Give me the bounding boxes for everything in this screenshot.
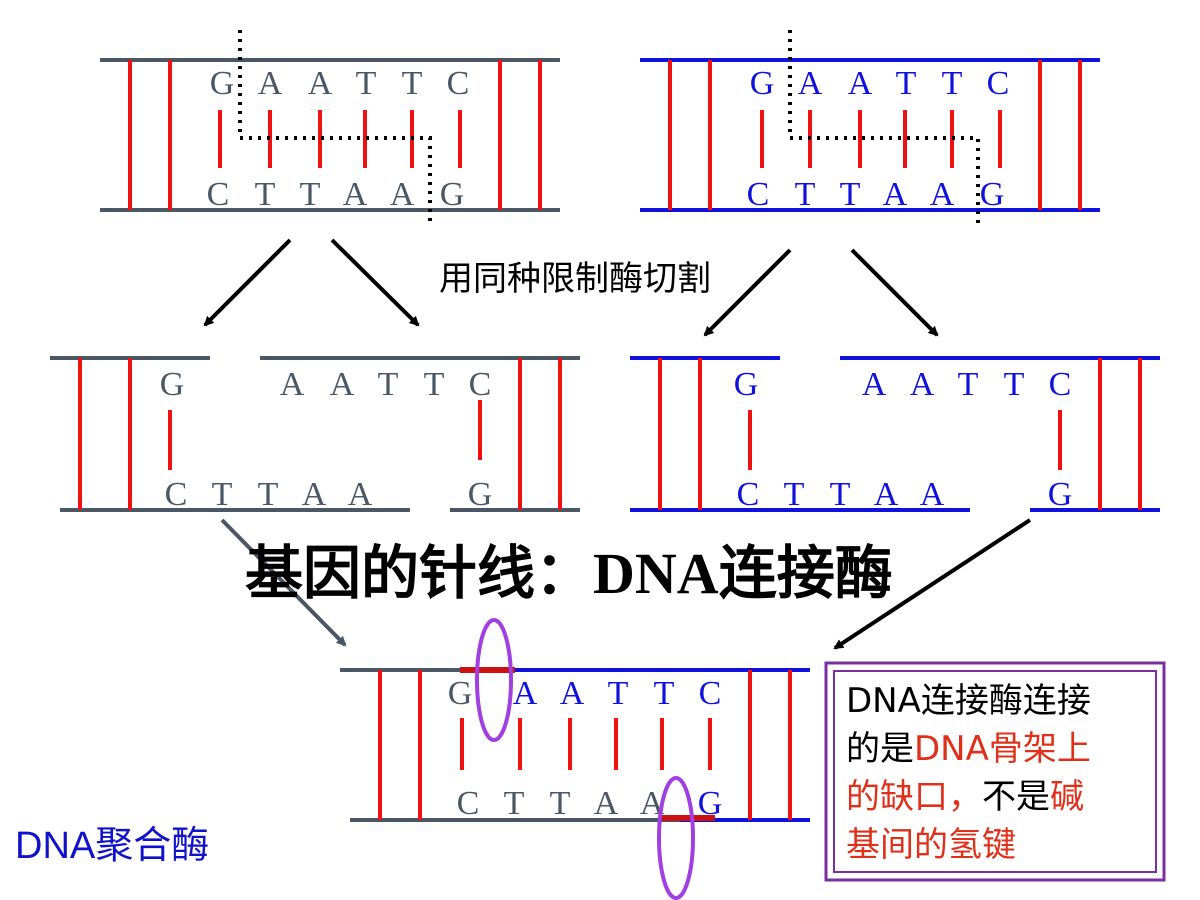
base-label: T (896, 65, 917, 102)
base-label: A (280, 366, 305, 403)
polymerase-latin: DNA (15, 825, 96, 867)
base-label: T (212, 476, 233, 513)
note-line-1: DNA连接酶连接 (846, 681, 1091, 721)
base-label: T (942, 65, 963, 102)
base-label: A (343, 176, 368, 213)
base-label: A (258, 65, 283, 102)
cut-line (238, 30, 432, 225)
base-label: T (504, 785, 525, 822)
base-label: C (469, 366, 492, 403)
base-label: A (910, 366, 935, 403)
note-text: 不是 (982, 777, 1050, 817)
base-label: A (874, 476, 899, 513)
base-label: A (348, 476, 373, 513)
dna-top-left: G A A T T C C T T A A G (100, 30, 560, 225)
cut-line (788, 30, 980, 225)
base-label: T (378, 366, 399, 403)
note-text-highlight: DNA骨架上 (914, 729, 1091, 769)
note-line-4: 基间的氢键 (846, 825, 1016, 865)
base-label: T (258, 476, 279, 513)
base-label: A (302, 476, 327, 513)
polymerase-cjk: 聚合酶 (95, 823, 209, 867)
base-label: A (920, 476, 945, 513)
title-prefix: 基因的针线： (245, 539, 593, 607)
base-label: T (1004, 366, 1025, 403)
base-label: C (747, 176, 770, 213)
arrow (850, 248, 939, 337)
base-label: A (390, 176, 415, 213)
base-label: A (883, 176, 908, 213)
base-label: G (448, 675, 473, 712)
main-title: 基因的针线：DNA连接酶 (245, 539, 893, 607)
base-label: G (734, 366, 759, 403)
title-suffix: 连接酶 (719, 539, 893, 607)
base-label: C (699, 675, 722, 712)
base-label: A (560, 675, 585, 712)
base-label: A (594, 785, 619, 822)
base-label: T (255, 176, 276, 213)
arrow (703, 248, 792, 337)
base-label: T (608, 675, 629, 712)
dna-mid-right: G A A T T C C T T A A G (630, 356, 1160, 513)
note-text-highlight: 的缺口， (846, 777, 982, 817)
note-border-inner (833, 670, 1157, 873)
base-label: T (958, 366, 979, 403)
base-label: C (987, 65, 1010, 102)
base-label: C (207, 176, 230, 213)
base-label: C (1049, 366, 1072, 403)
base-label: T (300, 176, 321, 213)
base-label: C (447, 65, 470, 102)
dna-top-right: G A A T T C C T T A A G (640, 30, 1100, 225)
ligation-circle-top (475, 618, 513, 742)
base-label: A (848, 65, 873, 102)
base-label: G (210, 65, 235, 102)
note-line-2: 的是DNA骨架上 (846, 729, 1091, 769)
base-label: G (1048, 476, 1073, 513)
base-label: T (784, 476, 805, 513)
join-arrow-right (833, 518, 1032, 650)
base-label: G (160, 366, 185, 403)
base-label: G (468, 476, 493, 513)
note-border-outer (824, 661, 1166, 882)
base-label: C (457, 785, 480, 822)
dna-mid-left: G A A T T C C T T A A G (50, 356, 580, 513)
cut-label: 用同种限制酶切割 (439, 259, 711, 299)
base-label: G (750, 65, 775, 102)
base-label: A (513, 675, 538, 712)
base-label: A (798, 65, 823, 102)
note-line-3: 的缺口，不是碱 (846, 777, 1084, 817)
base-label: A (930, 176, 955, 213)
base-label: A (862, 366, 887, 403)
base-label: C (165, 476, 188, 513)
hydrogen-bonds (128, 60, 542, 210)
title-latin: DNA (593, 541, 719, 606)
polymerase-label: DNA聚合酶 (15, 823, 209, 867)
base-label: G (440, 176, 465, 213)
base-label: T (550, 785, 571, 822)
base-label: A (330, 366, 355, 403)
base-label: T (795, 176, 816, 213)
base-label: T (356, 65, 377, 102)
base-label: T (424, 366, 445, 403)
base-label: T (402, 65, 423, 102)
join-arrow-left (220, 518, 347, 647)
note-box: DNA连接酶连接 的是DNA骨架上 的缺口，不是碱 基间的氢键 (824, 661, 1166, 882)
arrow (330, 238, 420, 327)
note-text: 的是 (846, 729, 914, 769)
arrow (203, 238, 292, 327)
base-label: A (308, 65, 333, 102)
base-label: G (698, 785, 723, 822)
cut-arrows (203, 238, 939, 337)
dna-recombinant: G A A T T C C T T A A G (340, 618, 810, 900)
note-text-highlight: 碱 (1050, 777, 1084, 817)
ligation-circle-bottom (657, 776, 695, 900)
base-label: T (654, 675, 675, 712)
base-label: G (980, 176, 1005, 213)
base-label: T (840, 176, 861, 213)
base-label: C (737, 476, 760, 513)
base-label: T (830, 476, 851, 513)
